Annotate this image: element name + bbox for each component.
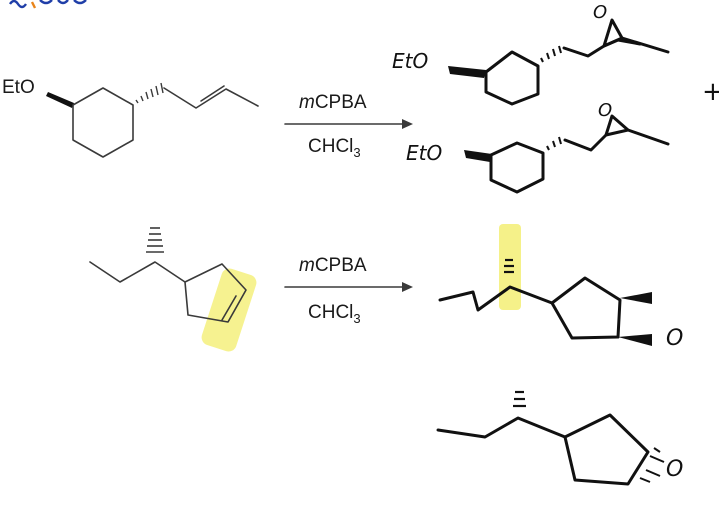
- etoxy-label-substrate-1: EtO: [2, 77, 35, 98]
- epoxide-chain: [562, 38, 642, 58]
- double-bond: [221, 295, 237, 321]
- cyclopentene-ring: [184, 263, 247, 323]
- epoxide-oxygen-1a: O: [593, 2, 607, 23]
- epoxide-oxygen-1b: O: [598, 100, 612, 121]
- product-1b: EtO O: [406, 100, 670, 194]
- butenyl-chain: [163, 87, 259, 109]
- plus-sign: +: [702, 77, 719, 107]
- cyclopentane-ring: [550, 276, 622, 340]
- epoxide-chain: [563, 133, 608, 152]
- hashed-bond: [639, 447, 665, 483]
- hashed-methyl: [513, 390, 526, 408]
- product-2a: O: [438, 224, 683, 351]
- cyclohexane-ring: [489, 141, 545, 194]
- epoxide-ring: [602, 18, 624, 48]
- hashed-bond: [540, 45, 562, 63]
- reagent-mcpba-1: mCPBA: [299, 92, 367, 113]
- solvent-chcl3-1: CHCl3: [308, 136, 361, 160]
- reaction-arrow-1: [284, 119, 413, 129]
- wedge-bond: [46, 92, 74, 108]
- sec-butyl-chain: [438, 285, 554, 312]
- etoxy-label-product-1a: EtO: [392, 49, 428, 73]
- product-1a: EtO O: [392, 2, 670, 106]
- hashed-bond: [546, 136, 562, 151]
- wedge-bond: [618, 334, 652, 346]
- product-2b: O: [436, 390, 683, 486]
- cyclopentane-ring: [563, 413, 650, 486]
- etoxy-label-product-1b: EtO: [406, 141, 442, 165]
- header-fragment: [9, 0, 87, 9]
- epoxide-methyl: [620, 36, 670, 54]
- epoxide-oxygen-2b: O: [666, 457, 683, 482]
- epoxide-oxygen-2a: O: [666, 326, 683, 351]
- double-bond: [200, 85, 225, 102]
- reagent-mcpba-2: mCPBA: [299, 255, 367, 276]
- hashed-methyl: [504, 258, 514, 274]
- substrate-1: EtO: [2, 77, 259, 158]
- sec-butyl-chain: [89, 261, 186, 283]
- substrate-2: [89, 227, 257, 352]
- hashed-methyl: [146, 227, 164, 253]
- alkene-highlight: [201, 268, 257, 352]
- epoxide-ring: [604, 114, 630, 137]
- wedge-bond: [464, 150, 492, 162]
- cyclohexane-ring: [484, 50, 540, 106]
- epoxide-methyl: [626, 128, 670, 146]
- sec-butyl-chain: [436, 416, 567, 439]
- reaction-arrow-2: [284, 282, 413, 292]
- wedge-bond: [448, 66, 486, 78]
- cyclohexane-ring: [72, 87, 134, 158]
- wedge-bond: [620, 292, 652, 304]
- hashed-bond: [135, 82, 164, 104]
- solvent-chcl3-2: CHCl3: [308, 302, 361, 326]
